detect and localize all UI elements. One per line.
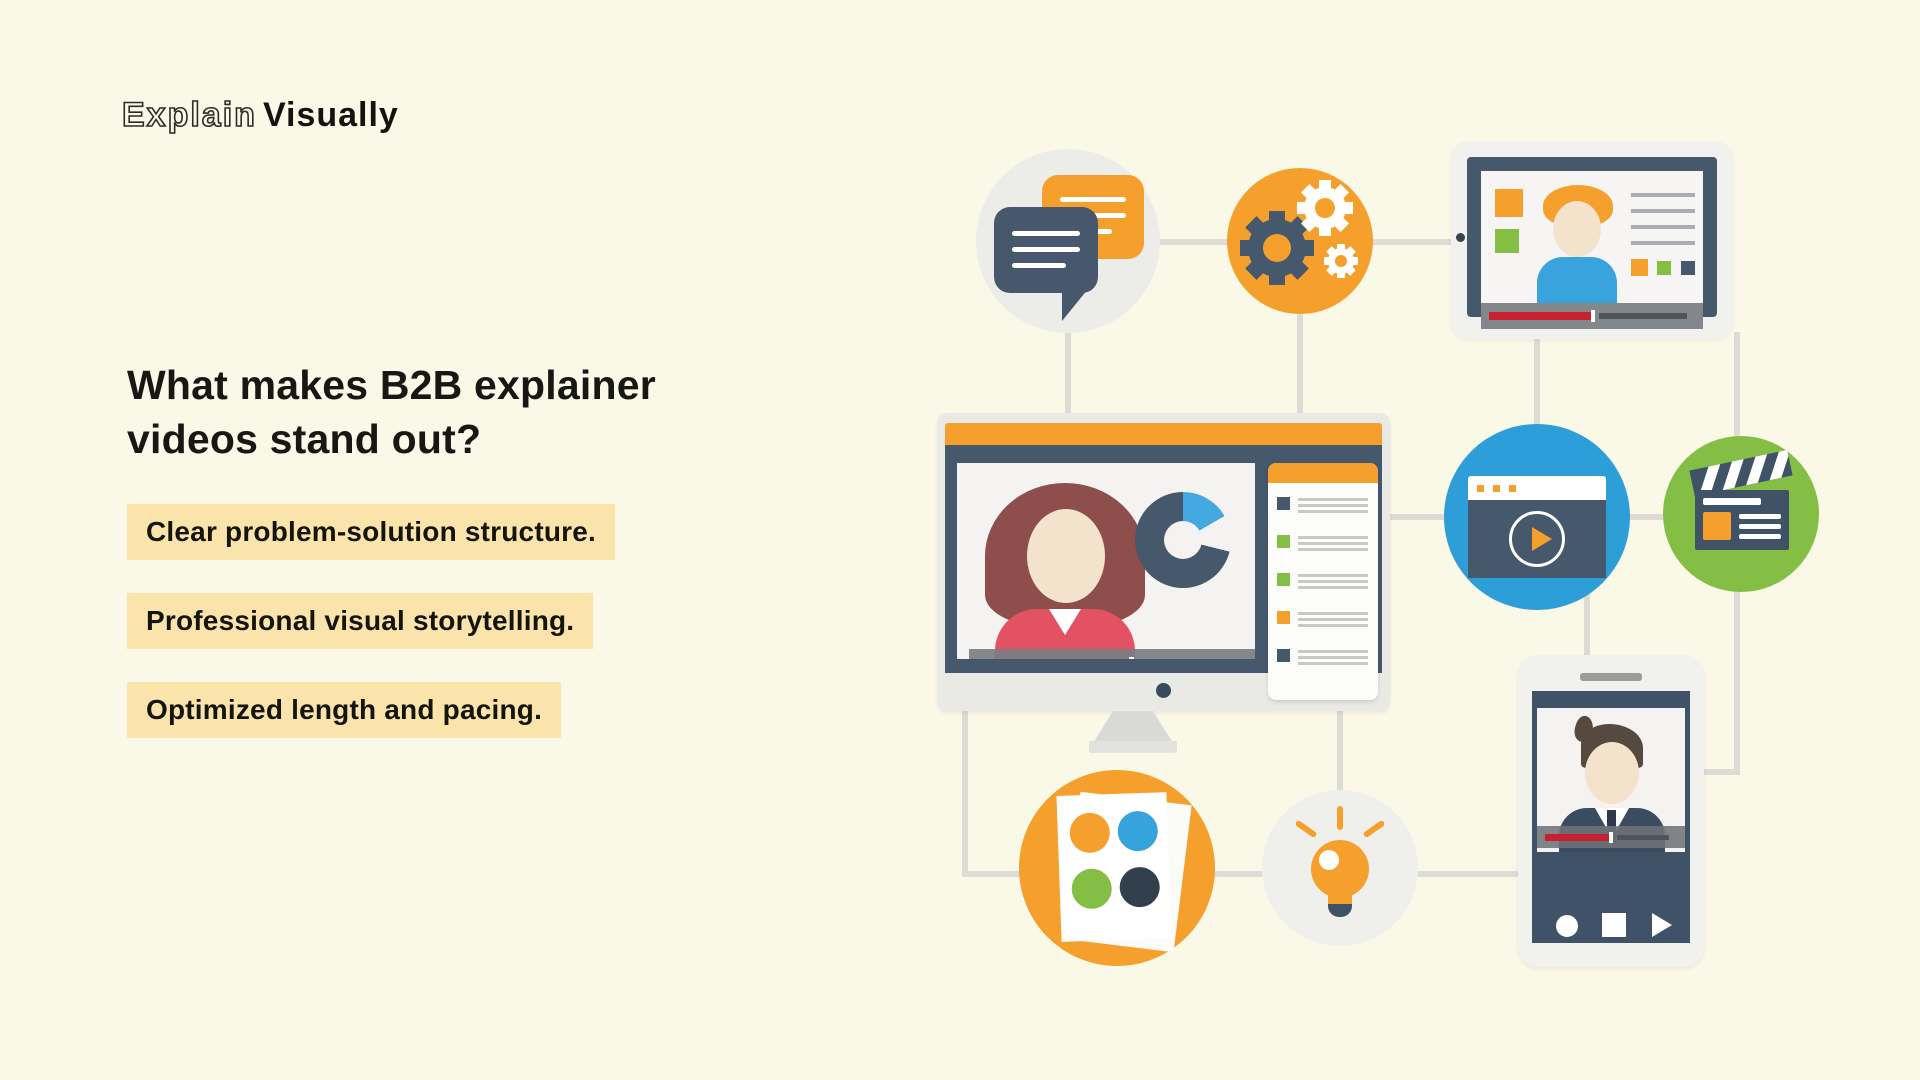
connector-line: [1702, 769, 1740, 775]
bulb: [1311, 840, 1369, 898]
tablet-video-icon: [1451, 141, 1733, 339]
browser-body: [1468, 500, 1606, 578]
presenter-shirt: [1537, 257, 1617, 303]
bullet-list: Clear problem-solution structure. Profes…: [127, 504, 615, 771]
connector-line: [1337, 700, 1343, 875]
browser-window: [1468, 476, 1606, 578]
monitor-video-area: [957, 463, 1255, 659]
bulb-highlight: [1319, 850, 1339, 870]
clapperboard-body: [1695, 490, 1789, 550]
tablet-screen: [1467, 157, 1717, 329]
gears-graphic: [1240, 180, 1358, 285]
green-swatch: [1495, 229, 1519, 253]
chat-bubble-front: [994, 207, 1098, 293]
smartphone-video-icon: [1518, 655, 1704, 967]
brand-logo-outline-word: Explain: [121, 95, 257, 135]
record-circle-icon: [1556, 915, 1578, 937]
browser-titlebar: [1468, 476, 1606, 500]
bulb-base: [1328, 904, 1352, 917]
tablet-video-area: [1481, 171, 1703, 303]
presenter-face: [1585, 742, 1639, 804]
lightbulb-icon: [1262, 790, 1418, 946]
presenter-collar: [1049, 609, 1081, 635]
playlist-row: [1268, 535, 1378, 557]
playlist-panel-header: [1268, 463, 1378, 483]
play-triangle-icon: [1532, 527, 1552, 551]
donut-chart-icon: [1135, 492, 1231, 588]
connector-line: [1534, 332, 1540, 460]
play-triangle-icon: [1652, 913, 1672, 937]
bullet-item-2: Professional visual storytelling.: [127, 593, 594, 649]
connector-line: [1734, 588, 1740, 775]
browser-play-icon: [1444, 424, 1630, 610]
bullet-item-1: Clear problem-solution structure.: [127, 504, 615, 560]
playlist-panel: [1268, 463, 1378, 700]
chat-bubble-tail: [1062, 289, 1088, 321]
connector-line: [962, 700, 968, 877]
monitor-titlebar: [945, 423, 1382, 445]
connector-line: [1734, 332, 1740, 442]
gears-icon: [1227, 168, 1373, 314]
slate-chip: [1681, 261, 1695, 275]
presenter-face: [1027, 509, 1105, 603]
orange-dot: [1069, 812, 1111, 854]
play-ring: [1509, 511, 1565, 567]
brand-logo-solid-word: Visually: [262, 96, 399, 134]
blue-dot: [1117, 810, 1159, 852]
connector-line: [962, 871, 1522, 877]
connector-line: [1297, 241, 1303, 417]
green-chip: [1657, 261, 1671, 275]
phone-screen: [1532, 691, 1690, 943]
phone-progress-bar: [1537, 826, 1685, 848]
photo-card-front: [1056, 792, 1172, 942]
slate-dot: [1119, 866, 1161, 908]
chat-bubbles-icon: [976, 149, 1160, 333]
tablet-camera-dot: [1456, 233, 1465, 242]
monitor-progress-bar: [969, 649, 1255, 659]
tablet-progress-bar: [1481, 303, 1703, 329]
playlist-row: [1268, 649, 1378, 671]
playlist-row: [1268, 497, 1378, 519]
page-title: What makes B2B explainer videos stand ou…: [127, 362, 656, 462]
phone-video-area: [1537, 708, 1685, 852]
monitor-stand-base: [1089, 741, 1177, 753]
orange-chip: [1631, 259, 1648, 276]
presenter-face: [1553, 201, 1601, 257]
bullet-item-3: Optimized length and pacing.: [127, 682, 562, 738]
monitor-stand: [1093, 711, 1173, 743]
clapperboard-icon: [1663, 436, 1819, 592]
monitor-chin-dot: [1156, 683, 1171, 698]
phone-speaker: [1580, 673, 1642, 681]
green-dot: [1071, 868, 1113, 910]
stop-square-icon: [1602, 913, 1626, 937]
orange-swatch: [1495, 189, 1523, 217]
playlist-row: [1268, 611, 1378, 633]
playlist-row: [1268, 573, 1378, 595]
photo-swatches-icon: [1019, 770, 1215, 966]
